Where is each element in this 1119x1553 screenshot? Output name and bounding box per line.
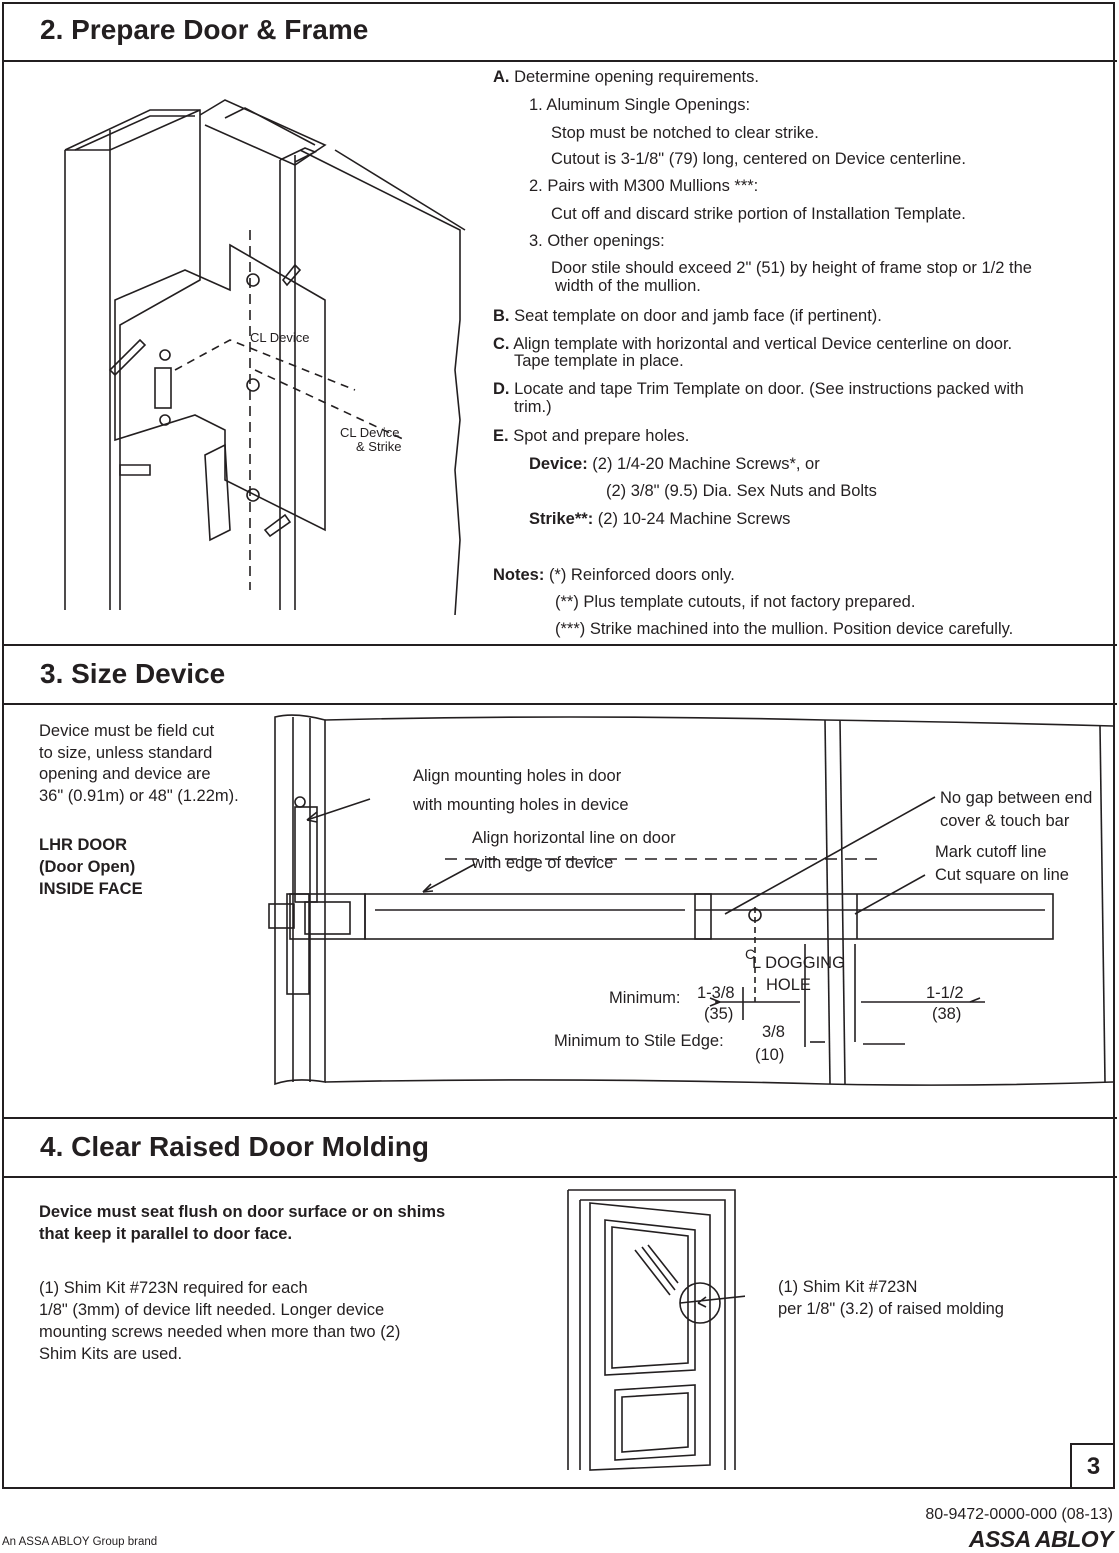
step-a2-line1: Cut off and discard strike portion of In… <box>551 205 966 223</box>
step-d-line2: trim.) <box>514 398 552 416</box>
min-value-2-mm: (38) <box>932 1005 962 1023</box>
document-code: 80-9472-0000-000 (08-13) <box>925 1506 1113 1523</box>
divider <box>2 703 1117 705</box>
step-a: A. Determine opening requirements. <box>493 68 759 86</box>
cl-device-label: CL Device <box>250 330 310 345</box>
callout-no-gap-1: No gap between end <box>940 789 1093 807</box>
callout-mounting-holes-1: Align mounting holes in door <box>413 767 622 785</box>
step-e: E. Spot and prepare holes. <box>493 427 690 445</box>
device-spec-line2: (2) 3/8" (9.5) Dia. Sex Nuts and Bolts <box>606 482 877 500</box>
cl-device-strike-label: CL Device& Strike <box>340 425 402 454</box>
callout-no-gap-2: cover & touch bar <box>940 812 1070 830</box>
dogging-c-mark: C <box>745 946 756 962</box>
assa-abloy-logo: ASSA ABLOY <box>968 1526 1114 1552</box>
step-a2: 2. Pairs with M300 Mullions ***: <box>529 177 759 195</box>
step-a3: 3. Other openings: <box>529 232 665 250</box>
flush-warning: Device must seat flush on door surface o… <box>39 1203 446 1243</box>
door-hand-label: LHR DOOR(Door Open)INSIDE FACE <box>39 836 143 898</box>
shim-callout-2: per 1/8" (3.2) of raised molding <box>778 1300 1004 1318</box>
step-c: C. Align template with horizontal and ve… <box>493 335 1013 353</box>
step-b: B. Seat template on door and jamb face (… <box>493 307 882 325</box>
min-value-2: 1-1/2 <box>926 984 964 1002</box>
minimum-label: Minimum: <box>609 989 681 1007</box>
step-a1: 1. Aluminum Single Openings: <box>529 96 751 114</box>
callout-horizontal-2: with edge of device <box>472 854 614 872</box>
step-d: D. Locate and tape Trim Template on door… <box>493 380 1024 398</box>
callout-cutoff-2: Cut square on line <box>935 866 1069 884</box>
door-molding-illustration <box>567 1189 745 1471</box>
divider <box>2 1176 1117 1178</box>
step-c-line2: Tape template in place. <box>514 352 684 370</box>
dogging-hole-label-1: L DOGGING <box>752 954 845 972</box>
strike-spec: Strike**: (2) 10-24 Machine Screws <box>529 510 791 528</box>
brand-line: An ASSA ABLOY Group brand <box>2 1536 158 1548</box>
dogging-hole-label-2: HOLE <box>766 976 811 994</box>
device-sizing-illustration <box>268 714 1114 1086</box>
divider <box>2 1117 1117 1119</box>
section-3-title: 3. Size Device <box>40 658 226 689</box>
note-2: (**) Plus template cutouts, if not facto… <box>555 593 916 611</box>
min-value-1-mm: (35) <box>704 1005 734 1023</box>
stile-label: Minimum to Stile Edge: <box>554 1032 724 1050</box>
callout-horizontal-1: Align horizontal line on door <box>472 829 676 847</box>
shim-callout-1: (1) Shim Kit #723N <box>778 1278 918 1296</box>
divider <box>2 644 1117 646</box>
section-2-title: 2. Prepare Door & Frame <box>40 14 369 45</box>
notes: Notes: (*) Reinforced doors only. <box>493 566 735 584</box>
page-frame <box>2 2 1115 1489</box>
stile-value: 3/8 <box>762 1023 785 1041</box>
stile-value-mm: (10) <box>755 1046 785 1064</box>
step-a1-line2: Cutout is 3-1/8" (79) long, centered on … <box>551 150 966 168</box>
callout-cutoff-1: Mark cutoff line <box>935 843 1047 861</box>
note-3: (***) Strike machined into the mullion. … <box>555 620 1014 638</box>
min-value-1: 1-3/8 <box>697 984 735 1002</box>
step-a3-line2: width of the mullion. <box>555 277 701 295</box>
device-spec: Device: (2) 1/4-20 Machine Screws*, or <box>529 455 820 473</box>
door-frame-illustration <box>64 99 466 615</box>
callout-mounting-holes-2: with mounting holes in device <box>413 796 629 814</box>
step-a1-line1: Stop must be notched to clear strike. <box>551 124 819 142</box>
step-a3-line1: Door stile should exceed 2" (51) by heig… <box>551 259 1032 277</box>
section-4-title: 4. Clear Raised Door Molding <box>40 1131 429 1162</box>
divider <box>2 60 1117 62</box>
page-number: 3 <box>1070 1443 1115 1489</box>
